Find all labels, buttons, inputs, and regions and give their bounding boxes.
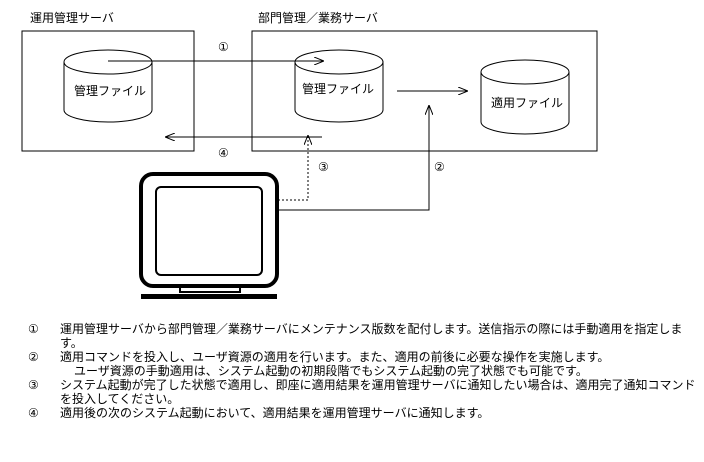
note-text: 適用後の次のシステム起動において、適用結果を運用管理サーバに通知します。 [60,406,490,420]
note-number: ④ [28,406,39,420]
step2-marker: ② [434,160,445,174]
ops-mgmt-file-label: 管理ファイル [74,84,147,98]
dept-server-label: 部門管理／業務サーバ [258,11,378,25]
dept-mgmt-file-label: 管理ファイル [302,82,375,96]
step3-marker: ③ [318,160,329,174]
terminal-icon [139,172,279,299]
note-item: ④ 適用後の次のシステム起動において、適用結果を運用管理サーバに通知します。 [28,406,696,420]
step1-marker: ① [218,40,229,54]
note-number: ① [28,322,39,336]
note-item: ③ システム起動が完了した状態で適用し、即座に適用結果を運用管理サーバに通知した… [28,378,696,406]
ops-server-box [21,30,195,152]
dept-server-box [251,30,598,152]
notes-list: ① 運用管理サーバから部門管理／業務サーバにメンテナンス版数を配付します。送信指… [28,322,696,420]
system-diagram [21,30,598,299]
apply-file-cylinder [480,59,570,135]
ops-server-label: 運用管理サーバ [30,11,114,25]
arrow-step2 [278,106,429,211]
step4-marker: ④ [218,146,229,160]
note-number: ③ [28,378,39,392]
note-number: ② [28,350,39,364]
note-text: 適用コマンドを投入し、ユーザ資源の適用を行います。また、適用の前後に必要な操作を… [60,350,610,364]
note-item: ② 適用コマンドを投入し、ユーザ資源の適用を行います。また、適用の前後に必要な操… [28,350,696,364]
apply-file-label: 適用ファイル [491,96,564,110]
note-item: ① 運用管理サーバから部門管理／業務サーバにメンテナンス版数を配付します。送信指… [28,322,696,350]
note-text: システム起動が完了した状態で適用し、即座に適用結果を運用管理サーバに通知したい場… [60,378,696,406]
note-text: 運用管理サーバから部門管理／業務サーバにメンテナンス版数を配付します。送信指示の… [60,322,683,350]
note-item: ユーザ資源の手動適用は、システム起動の初期段階でもシステム起動の完了状態でも可能… [28,364,696,378]
arrow-step3 [278,136,308,201]
note-text: ユーザ資源の手動適用は、システム起動の初期段階でもシステム起動の完了状態でも可能… [74,364,588,378]
dept-mgmt-file-cylinder [294,49,384,123]
ops-mgmt-file-cylinder [63,49,153,123]
